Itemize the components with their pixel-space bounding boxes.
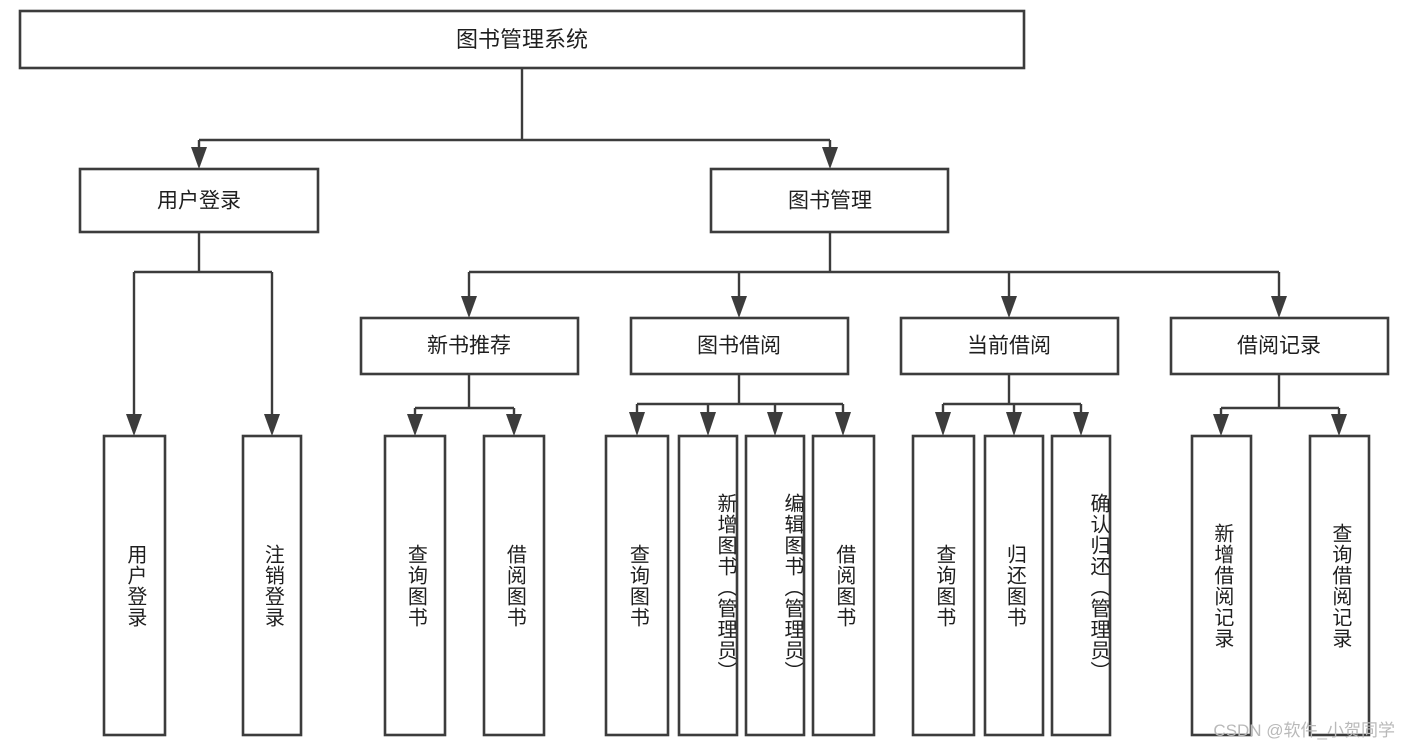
arrow-head-leaf-confirm-return — [1073, 412, 1089, 436]
node-root[interactable]: 图书管理系统 — [18, 9, 1026, 70]
leaf-node-query-record[interactable]: 查询借阅记录 — [1308, 434, 1371, 737]
connector-group-root-to-level2 — [191, 68, 838, 169]
node-root-label: 图书管理系统 — [456, 27, 588, 52]
leaf-query-book-1-label: 查询图书 — [404, 543, 427, 628]
leaf-add-record-label: 新增借阅记录 — [1210, 522, 1233, 649]
node-book-borrow-label: 图书借阅 — [697, 335, 781, 358]
node-user-login-box[interactable] — [78, 167, 320, 234]
node-book-borrow-box[interactable] — [629, 316, 850, 376]
node-new-book-rec-box[interactable] — [359, 316, 580, 376]
leaf-edit-book-label: 编辑图书（管理员） — [781, 493, 803, 682]
node-root-box[interactable] — [18, 9, 1026, 70]
arrow-head-user-login — [191, 147, 207, 169]
arrow-head-leaf-return-book — [1006, 412, 1022, 436]
leaf-return-book-label: 归还图书 — [1003, 543, 1026, 628]
node-book-manage-label: 图书管理 — [788, 190, 872, 213]
leaf-logout-box[interactable] — [241, 434, 303, 737]
node-new-book-rec[interactable]: 新书推荐 — [359, 316, 580, 376]
leaf-node-borrow-book-2[interactable]: 借阅图书 — [811, 434, 876, 737]
node-borrow-record[interactable]: 借阅记录 — [1169, 316, 1390, 376]
leaf-query-book-3-label: 查询图书 — [932, 543, 955, 628]
arrow-head-book-borrow — [731, 296, 747, 318]
node-current-borrow-box[interactable] — [899, 316, 1120, 376]
leaf-node-user-login[interactable]: 用户登录 — [102, 434, 167, 737]
leaf-node-query-book-3[interactable]: 查询图书 — [911, 434, 976, 737]
node-borrow-record-box[interactable] — [1169, 316, 1390, 376]
leaf-add-book-label: 新增图书（管理员） — [714, 493, 736, 682]
leaf-confirm-return-label: 确认归还（管理员） — [1087, 493, 1109, 682]
arrow-head-book-manage — [822, 147, 838, 169]
leaf-query-record-box[interactable] — [1308, 434, 1371, 737]
node-book-manage[interactable]: 图书管理 — [709, 167, 950, 234]
leaf-user-login-label: 用户登录 — [123, 543, 146, 628]
node-current-borrow-label: 当前借阅 — [967, 335, 1051, 358]
leaf-node-query-book-1[interactable]: 查询图书 — [383, 434, 447, 737]
leaf-query-book-2-box[interactable] — [604, 434, 670, 737]
connector-group-bookmanage-to-level3 — [461, 232, 1287, 318]
node-user-login-label: 用户登录 — [157, 190, 241, 213]
leaf-node-query-book-2[interactable]: 查询图书 — [604, 434, 670, 737]
leaf-node-return-book[interactable]: 归还图书 — [983, 434, 1045, 737]
leaf-node-add-record[interactable]: 新增借阅记录 — [1190, 434, 1253, 737]
node-user-login[interactable]: 用户登录 — [78, 167, 320, 234]
leaf-confirm-return-box[interactable] — [1050, 434, 1112, 737]
connector-group-currentborrow-to-leaves — [935, 374, 1089, 436]
leaf-logout-label: 注销登录 — [261, 543, 284, 628]
arrow-head-leaf-query-book-3 — [935, 412, 951, 436]
leaf-add-record-box[interactable] — [1190, 434, 1253, 737]
leaf-user-login-box[interactable] — [102, 434, 167, 737]
connector-group-borrowrecord-to-leaves — [1213, 374, 1347, 436]
arrow-head-leaf-add-record — [1213, 414, 1229, 436]
arrow-head-leaf-borrow-book-2 — [835, 412, 851, 436]
leaf-borrow-book-1-label: 借阅图书 — [503, 543, 526, 628]
arrow-head-current-borrow — [1001, 296, 1017, 318]
node-current-borrow[interactable]: 当前借阅 — [899, 316, 1120, 376]
leaf-borrow-book-2-box[interactable] — [811, 434, 876, 737]
leaf-node-edit-book[interactable]: 编辑图书（管理员） — [744, 434, 806, 737]
arrow-head-leaf-borrow-book-1 — [506, 414, 522, 436]
leaf-query-record-label: 查询借阅记录 — [1328, 522, 1351, 649]
leaf-borrow-book-2-label: 借阅图书 — [832, 543, 855, 628]
arrow-head-borrow-record — [1271, 296, 1287, 318]
leaf-add-book-box[interactable] — [677, 434, 739, 737]
arrow-head-leaf-user-login — [126, 414, 142, 436]
leaf-edit-book-box[interactable] — [744, 434, 806, 737]
leaf-node-add-book[interactable]: 新增图书（管理员） — [677, 434, 739, 737]
connector-group-userlogin-to-leaves — [126, 232, 280, 436]
arrow-head-leaf-query-record — [1331, 414, 1347, 436]
node-borrow-record-label: 借阅记录 — [1237, 335, 1321, 358]
arrow-head-leaf-query-book-2 — [629, 412, 645, 436]
connector-group-newbook-to-leaves — [407, 374, 522, 436]
node-new-book-rec-label: 新书推荐 — [427, 335, 511, 358]
node-book-borrow[interactable]: 图书借阅 — [629, 316, 850, 376]
leaf-query-book-1-box[interactable] — [383, 434, 447, 737]
connector-group-bookborrow-to-leaves — [629, 374, 851, 436]
arrow-head-leaf-logout — [264, 414, 280, 436]
arrow-head-leaf-query-book-1 — [407, 414, 423, 436]
leaf-borrow-book-1-box[interactable] — [482, 434, 546, 737]
leaf-node-confirm-return[interactable]: 确认归还（管理员） — [1050, 434, 1112, 737]
node-book-manage-box[interactable] — [709, 167, 950, 234]
leaf-return-book-box[interactable] — [983, 434, 1045, 737]
arrow-head-leaf-edit-book — [767, 412, 783, 436]
leaf-node-logout[interactable]: 注销登录 — [241, 434, 303, 737]
leaf-query-book-3-box[interactable] — [911, 434, 976, 737]
leaf-query-book-2-label: 查询图书 — [626, 543, 649, 628]
arrow-head-new-book-rec — [461, 296, 477, 318]
leaf-node-borrow-book-1[interactable]: 借阅图书 — [482, 434, 546, 737]
arrow-head-leaf-add-book — [700, 412, 716, 436]
